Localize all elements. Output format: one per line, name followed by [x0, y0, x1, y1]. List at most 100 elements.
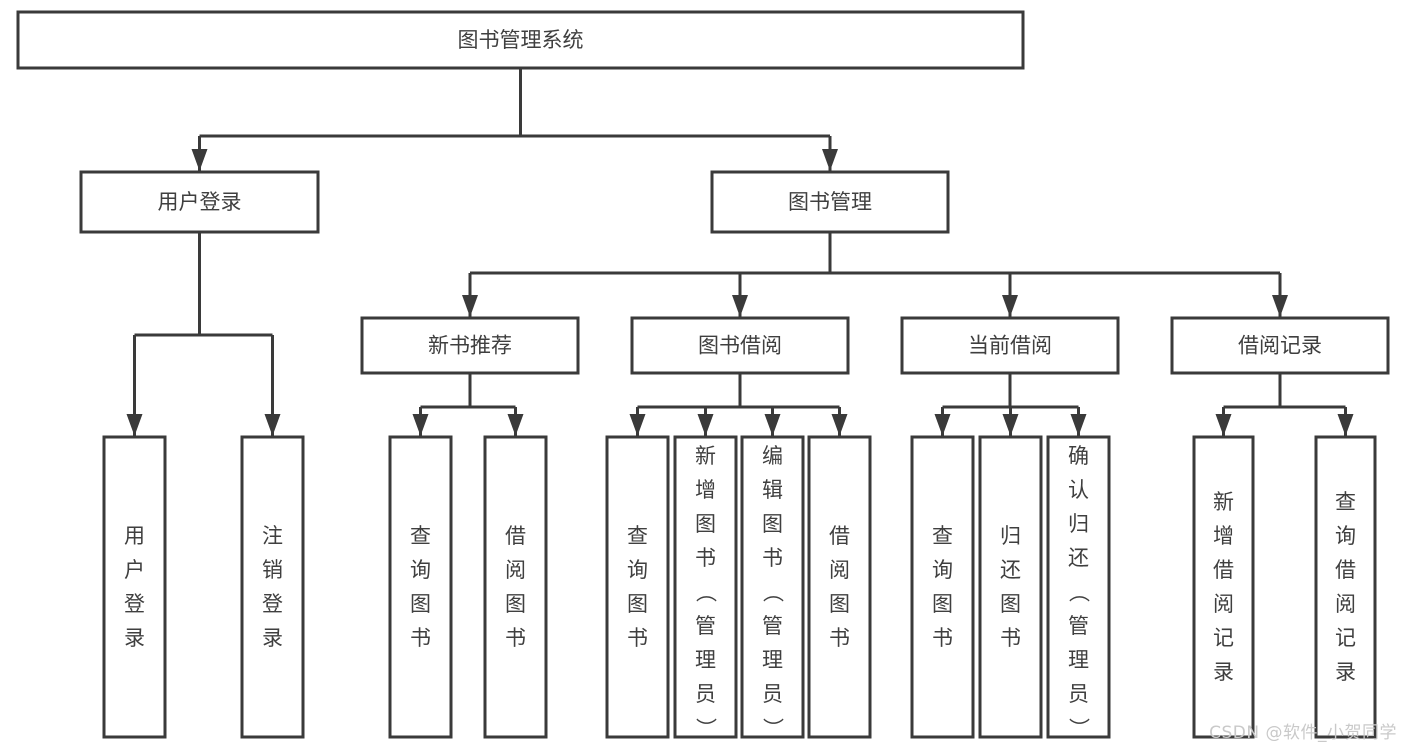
leaf-label-char: 询 — [410, 558, 431, 582]
leaf-label-char: 员 — [1068, 682, 1089, 706]
leaf-label-0: 用户登录 — [124, 524, 145, 650]
leaf-label-char: 图 — [932, 592, 953, 616]
leaf-label-char: ） — [761, 718, 785, 739]
arrow-head-icon — [191, 149, 208, 171]
leaf-label-char: 户 — [124, 558, 145, 582]
leaf-label-char: 图 — [505, 592, 526, 616]
leaf-label-char: 阅 — [1335, 592, 1356, 616]
leaf-label-char: 记 — [1335, 626, 1356, 650]
leaf-box-4[interactable] — [605, 435, 670, 739]
node-box-level2-1[interactable] — [710, 170, 950, 234]
leaf-label-char: 书 — [829, 626, 850, 650]
leaf-box-12[interactable] — [1314, 435, 1377, 739]
leaf-label-char: 管 — [762, 614, 783, 638]
leaf-box-0[interactable] — [102, 435, 167, 739]
leaf-label-char: 认 — [1068, 478, 1089, 502]
leaf-label-char: （ — [761, 582, 785, 603]
leaf-label-char: 注 — [262, 524, 283, 548]
node-box-root[interactable] — [16, 10, 1025, 70]
leaf-label-char: ） — [1067, 718, 1091, 739]
node-label-level2-1: 图书管理 — [788, 190, 872, 214]
leaf-label-char: 新 — [695, 444, 716, 468]
leaf-label-char: 还 — [1068, 546, 1089, 570]
leaf-label-char: 查 — [410, 524, 431, 548]
leaf-label-char: 管 — [1068, 614, 1089, 638]
leaf-label-char: 增 — [1213, 524, 1234, 548]
leaf-label-char: 借 — [829, 524, 850, 548]
node-label-level2-0: 用户登录 — [158, 190, 242, 214]
node-box-level3-0[interactable] — [360, 316, 580, 375]
leaf-label-char: 记 — [1213, 626, 1234, 650]
arrow-head-icon — [126, 414, 143, 436]
leaf-label-char: 销 — [262, 558, 283, 582]
leaf-label-char: 询 — [627, 558, 648, 582]
leaf-label-char: 录 — [1335, 660, 1356, 684]
arrow-head-icon — [412, 414, 429, 436]
node-label-level3-3: 借阅记录 — [1238, 334, 1322, 358]
node-box-level3-1[interactable] — [630, 316, 850, 375]
leaf-box-5[interactable] — [673, 435, 738, 739]
arrow-head-icon — [831, 414, 848, 436]
leaf-label-char: 图 — [762, 512, 783, 536]
leaf-label-char: ） — [694, 718, 718, 739]
leaf-label-char: 登 — [124, 592, 145, 616]
arrow-head-icon — [507, 414, 524, 436]
leaf-label-char: 书 — [695, 546, 716, 570]
leaf-label-char: 借 — [505, 524, 526, 548]
node-label-level3-2: 当前借阅 — [968, 334, 1052, 358]
arrow-head-icon — [264, 414, 281, 436]
node-box-level3-2[interactable] — [900, 316, 1120, 375]
leaf-box-3[interactable] — [483, 435, 548, 739]
leaf-label-char: 借 — [1213, 558, 1234, 582]
leaf-label-char: 录 — [1213, 660, 1234, 684]
leaf-label-char: 书 — [627, 626, 648, 650]
leaf-box-10[interactable] — [1046, 435, 1111, 739]
leaf-label-char: 阅 — [1213, 592, 1234, 616]
leaf-label-char: 理 — [695, 648, 716, 672]
leaf-label-char: 图 — [627, 592, 648, 616]
arrow-head-icon — [764, 414, 781, 436]
leaf-label-char: 书 — [1000, 626, 1021, 650]
leaf-box-6[interactable] — [740, 435, 805, 739]
leaf-box-1[interactable] — [240, 435, 305, 739]
arrow-head-icon — [1002, 414, 1019, 436]
leaf-box-2[interactable] — [388, 435, 453, 739]
leaf-label-char: 询 — [932, 558, 953, 582]
leaf-label-char: 理 — [762, 648, 783, 672]
leaf-box-11[interactable] — [1192, 435, 1255, 739]
arrow-head-icon — [462, 295, 478, 317]
leaf-label-char: 确 — [1068, 444, 1089, 468]
node-label-root: 图书管理系统 — [458, 28, 584, 52]
leaf-label-char: 书 — [505, 626, 526, 650]
leaf-label-char: 查 — [932, 524, 953, 548]
labels-layer: 用户登录图书管理新书推荐图书借阅当前借阅借阅记录用户登录注销登录查询图书借阅图书… — [124, 28, 1356, 739]
leaf-label-char: 归 — [1000, 524, 1021, 548]
node-label-level3-0: 新书推荐 — [428, 334, 512, 358]
node-box-level2-0[interactable] — [79, 170, 320, 234]
leaf-box-7[interactable] — [807, 435, 872, 739]
leaf-label-char: 归 — [1068, 512, 1089, 536]
leaf-box-9[interactable] — [978, 435, 1043, 739]
node-box-level3-3[interactable] — [1170, 316, 1390, 375]
leaf-box-8[interactable] — [910, 435, 975, 739]
node-label-level3-1: 图书借阅 — [698, 334, 782, 358]
boxes-layer — [16, 10, 1390, 739]
leaf-label-char: 书 — [932, 626, 953, 650]
leaf-label-char: 员 — [762, 682, 783, 706]
leaf-label-char: （ — [694, 582, 718, 603]
leaf-label-char: 用 — [124, 524, 145, 548]
leaf-label-char: 管 — [695, 614, 716, 638]
arrow-head-icon — [822, 149, 838, 171]
arrow-head-icon — [1070, 414, 1087, 436]
leaf-label-char: 借 — [1335, 558, 1356, 582]
leaf-label-char: 增 — [695, 478, 716, 502]
leaf-label-char: 编 — [762, 444, 783, 468]
